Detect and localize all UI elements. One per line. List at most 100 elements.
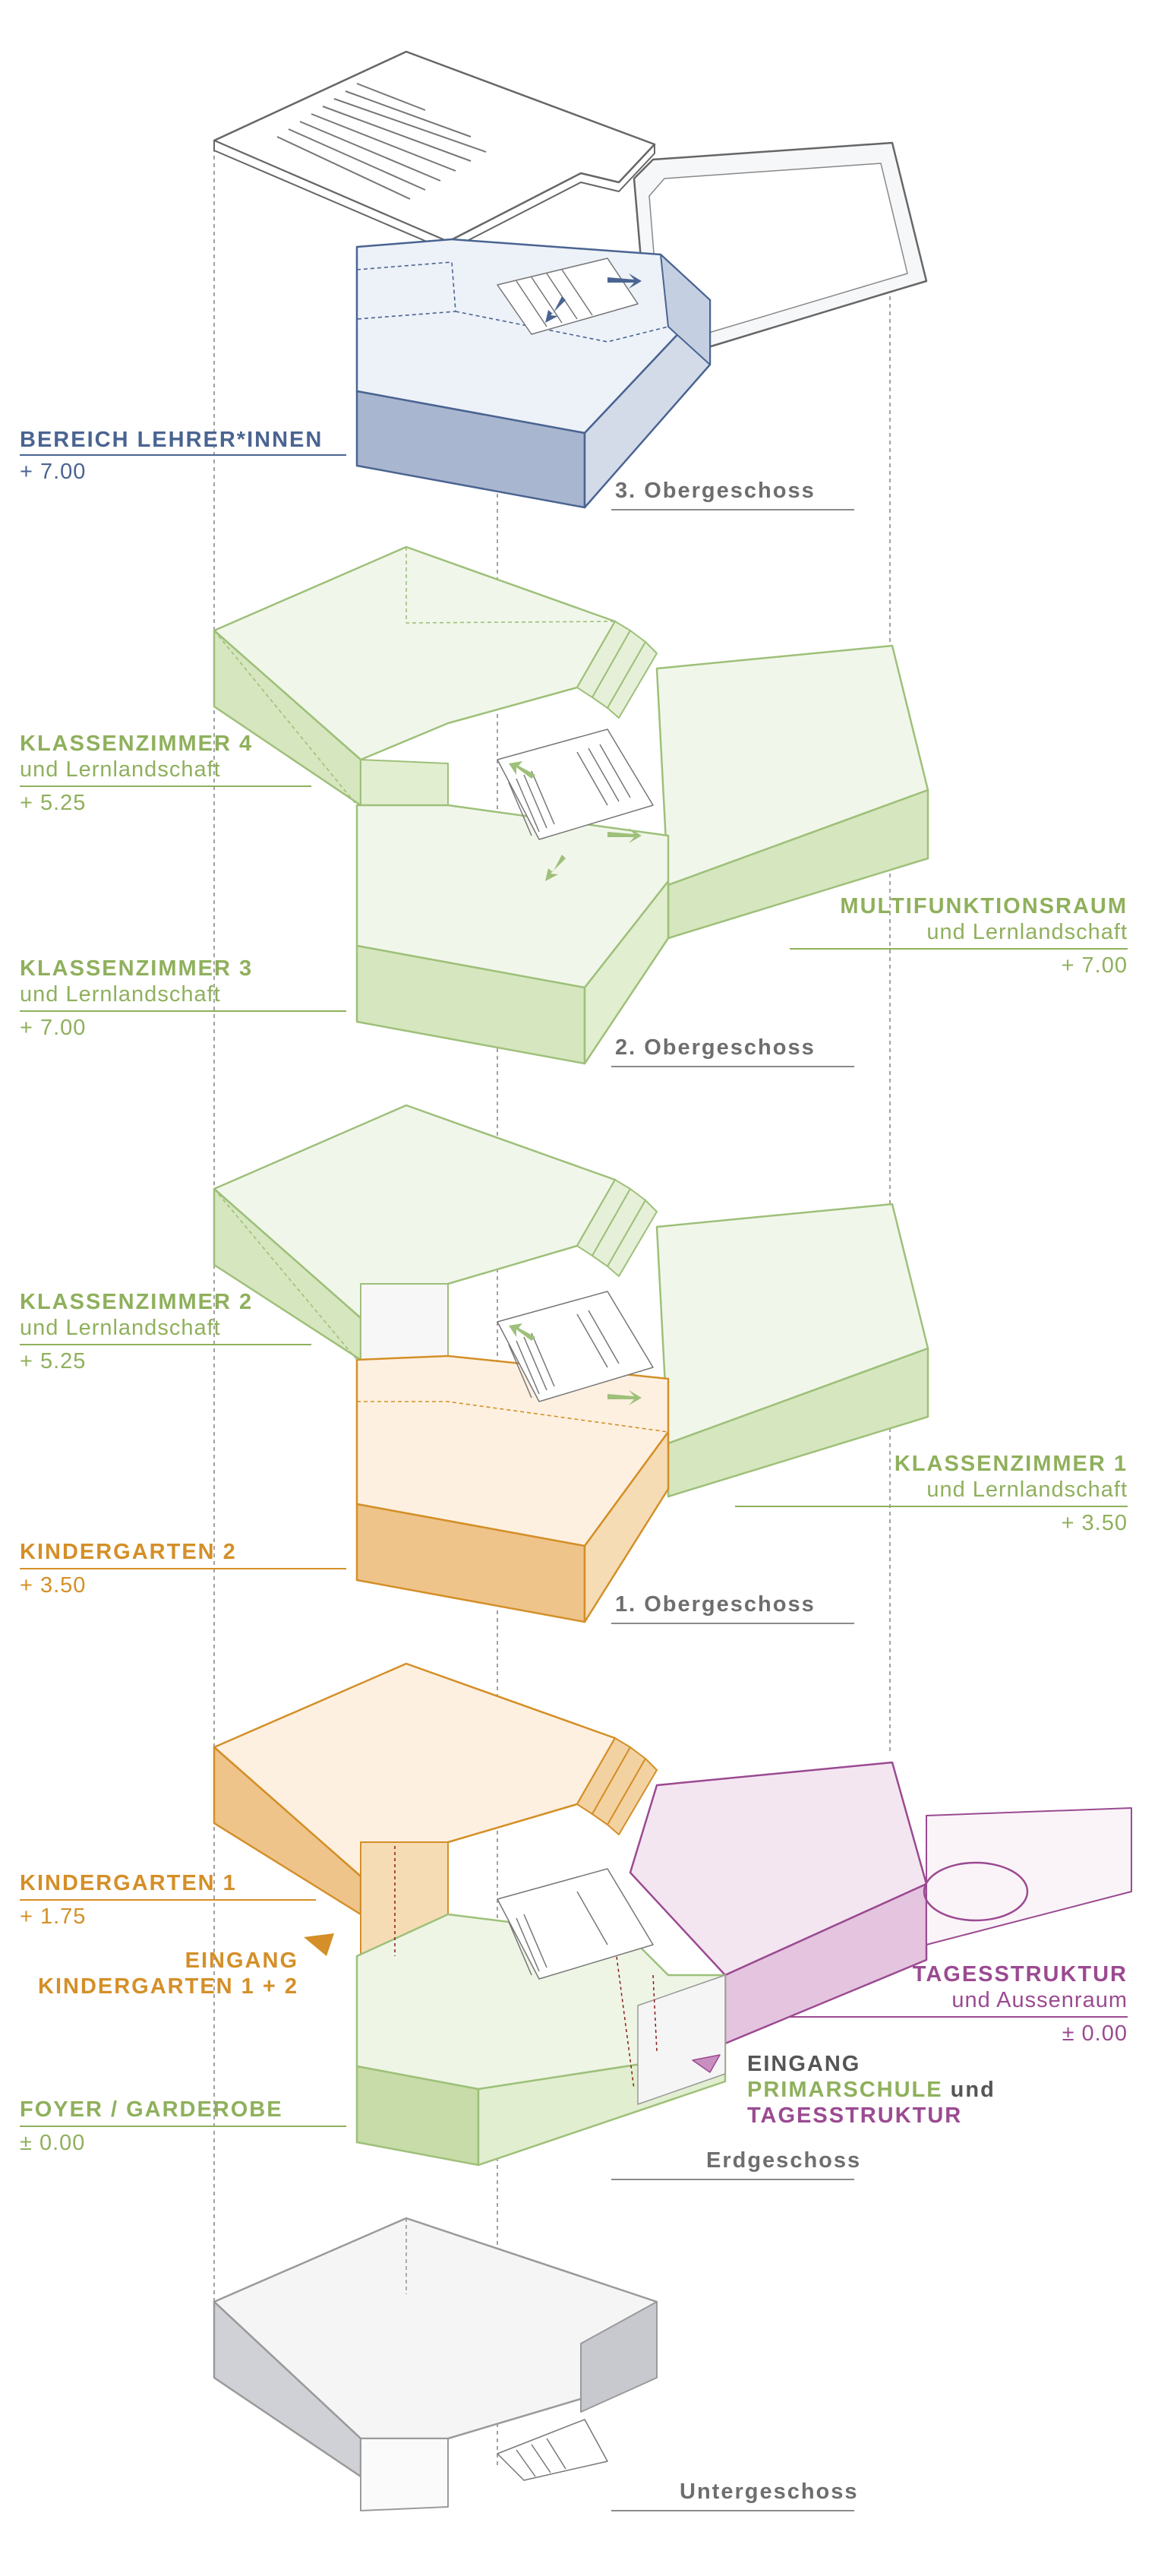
label-level: + 7.00 [20, 1015, 86, 1041]
label-klassenzimmer-1: KLASSENZIMMER 1 und Lernlandschaft [895, 1451, 1128, 1503]
floor-rule [611, 1623, 854, 1624]
level-text: ± 0.00 [20, 2131, 86, 2155]
label-title: FOYER / GARDEROBE [20, 2097, 283, 2122]
floor-rule [611, 2510, 854, 2511]
floor-3-obergeschoss-model [213, 50, 928, 509]
label-line3: TAGESSTRUKTUR [747, 2103, 963, 2128]
level-text: + 1.75 [20, 1904, 87, 1929]
arrow-right-icon [607, 828, 642, 843]
floor-untergeschoss-model [213, 2217, 658, 2511]
label-rule [790, 2016, 1128, 2018]
floor-2-obergeschoss-model [213, 545, 929, 1065]
level-text: + 5.25 [20, 791, 87, 815]
level-text: + 7.00 [20, 1016, 87, 1040]
floor-rule [611, 2179, 854, 2180]
stair-og3 [497, 258, 639, 335]
arrow-down-left-icon-2 [545, 855, 566, 881]
entrance-primarschule-arrow-icon [692, 2054, 721, 2073]
floor-name-og1: 1. Obergeschoss [615, 1592, 816, 1617]
label-level: + 3.50 [1062, 1510, 1128, 1536]
stair-steps-og1 [576, 1179, 658, 1277]
label-level: ± 0.00 [20, 2130, 85, 2156]
label-rule [20, 1344, 311, 1345]
label-level: + 7.00 [1062, 953, 1128, 978]
entrance-kindergarten-arrow-icon [304, 1933, 334, 1956]
arrow-up-left-icon-og1 [509, 1323, 535, 1341]
label-rule [790, 948, 1128, 950]
label-title: KLASSENZIMMER 1 [894, 1452, 1128, 1476]
label-level: ± 0.00 [1062, 2021, 1128, 2047]
arrow-right-icon-og1 [607, 1390, 642, 1405]
label-title: KLASSENZIMMER 4 [20, 732, 254, 756]
label-title: KINDERGARTEN 1 [20, 1871, 237, 1895]
arrow-up-left-icon [509, 761, 535, 779]
label-level: + 5.25 [20, 1348, 86, 1374]
label-primarschule: PRIMARSCHULE [747, 2078, 943, 2102]
label-line2: PRIMARSCHULE und [747, 2077, 996, 2103]
label-sub: und Lernlandschaft [20, 982, 221, 1007]
floor-name-ug: Untergeschoss [680, 2480, 859, 2504]
label-sub: und Lernlandschaft [926, 1478, 1128, 1502]
aussenraum-circle [923, 1861, 1029, 1922]
label-rule [20, 1568, 346, 1569]
label-kindergarten-2: KINDERGARTEN 2 [20, 1539, 237, 1565]
label-multifunktionsraum: MULTIFUNKTIONSRAUM und Lernlandschaft [840, 893, 1128, 945]
label-tagesstruktur: TAGESSTRUKTUR und Aussenraum [913, 1961, 1128, 2013]
label-sub: und Lernlandschaft [926, 920, 1128, 944]
stair-ug [497, 2419, 608, 2481]
label-klassenzimmer-3: KLASSENZIMMER 3 und Lernlandschaft [20, 956, 253, 1007]
level-text: + 3.50 [1061, 1511, 1128, 1535]
floor-1-obergeschoss-model [213, 1104, 929, 1623]
label-rule [20, 2126, 346, 2127]
label-rule [20, 1899, 316, 1901]
label-kindergarten-1: KINDERGARTEN 1 [20, 1870, 237, 1896]
label-title: KLASSENZIMMER 3 [20, 956, 254, 981]
label-rule [735, 1506, 1128, 1507]
label-klassenzimmer-2: KLASSENZIMMER 2 und Lernlandschaft [20, 1289, 253, 1341]
label-level: + 7.00 [20, 459, 86, 485]
label-klassenzimmer-4: KLASSENZIMMER 4 und Lernlandschaft [20, 731, 253, 782]
label-level: + 3.50 [20, 1572, 86, 1598]
arrow-up-right-icon [607, 273, 642, 289]
stair-og1 [497, 1291, 654, 1402]
level-text: + 3.50 [20, 1573, 87, 1598]
label-title: KLASSENZIMMER 2 [20, 1290, 254, 1314]
label-sub: und Aussenraum [951, 1988, 1128, 2012]
label-title: MULTIFUNKTIONSRAUM [840, 894, 1128, 918]
label-line2: KINDERGARTEN 1 + 2 [38, 1974, 298, 1999]
label-line1: EINGANG [185, 1949, 298, 1973]
level-text: + 5.25 [20, 1349, 87, 1373]
label-title: TAGESSTRUKTUR [912, 1962, 1128, 1987]
floor-rule [611, 509, 854, 510]
label-bereich-lehrer: BEREICH LEHRER*INNEN [20, 427, 323, 453]
floor-name-eg: Erdgeschoss [706, 2148, 862, 2173]
label-sub: und Lernlandschaft [20, 757, 221, 782]
label-rule [20, 454, 346, 456]
stair-steps-eg [576, 1737, 658, 1835]
label-title: BEREICH LEHRER*INNEN [20, 428, 323, 452]
level-text: + 7.00 [1061, 953, 1128, 978]
stair-steps-og2 [576, 621, 658, 719]
level-text: ± 0.00 [1062, 2021, 1128, 2046]
label-und: und [942, 2078, 996, 2102]
stair-og2 [497, 729, 654, 840]
arrow-down-left-icon [545, 296, 566, 323]
label-foyer: FOYER / GARDEROBE [20, 2097, 283, 2122]
label-eingang-primarschule: EINGANG PRIMARSCHULE und TAGESSTRUKTUR [747, 2051, 996, 2129]
label-line1: EINGANG [747, 2052, 861, 2076]
label-level: + 1.75 [20, 1904, 86, 1930]
label-rule [20, 1010, 346, 1012]
label-rule [20, 785, 311, 787]
label-level: + 5.25 [20, 790, 86, 816]
floor-name-og2: 2. Obergeschoss [615, 1035, 816, 1060]
floor-name-og3: 3. Obergeschoss [615, 479, 816, 503]
roof-slab [213, 50, 656, 243]
stair-eg [497, 1868, 654, 1980]
floor-erdgeschoss-model [213, 1662, 1132, 2167]
label-title: KINDERGARTEN 2 [20, 1540, 237, 1564]
level-text: + 7.00 [20, 460, 87, 484]
label-sub: und Lernlandschaft [20, 1316, 221, 1340]
aussenraum [926, 1807, 1132, 1945]
floor-rule [611, 1066, 854, 1067]
